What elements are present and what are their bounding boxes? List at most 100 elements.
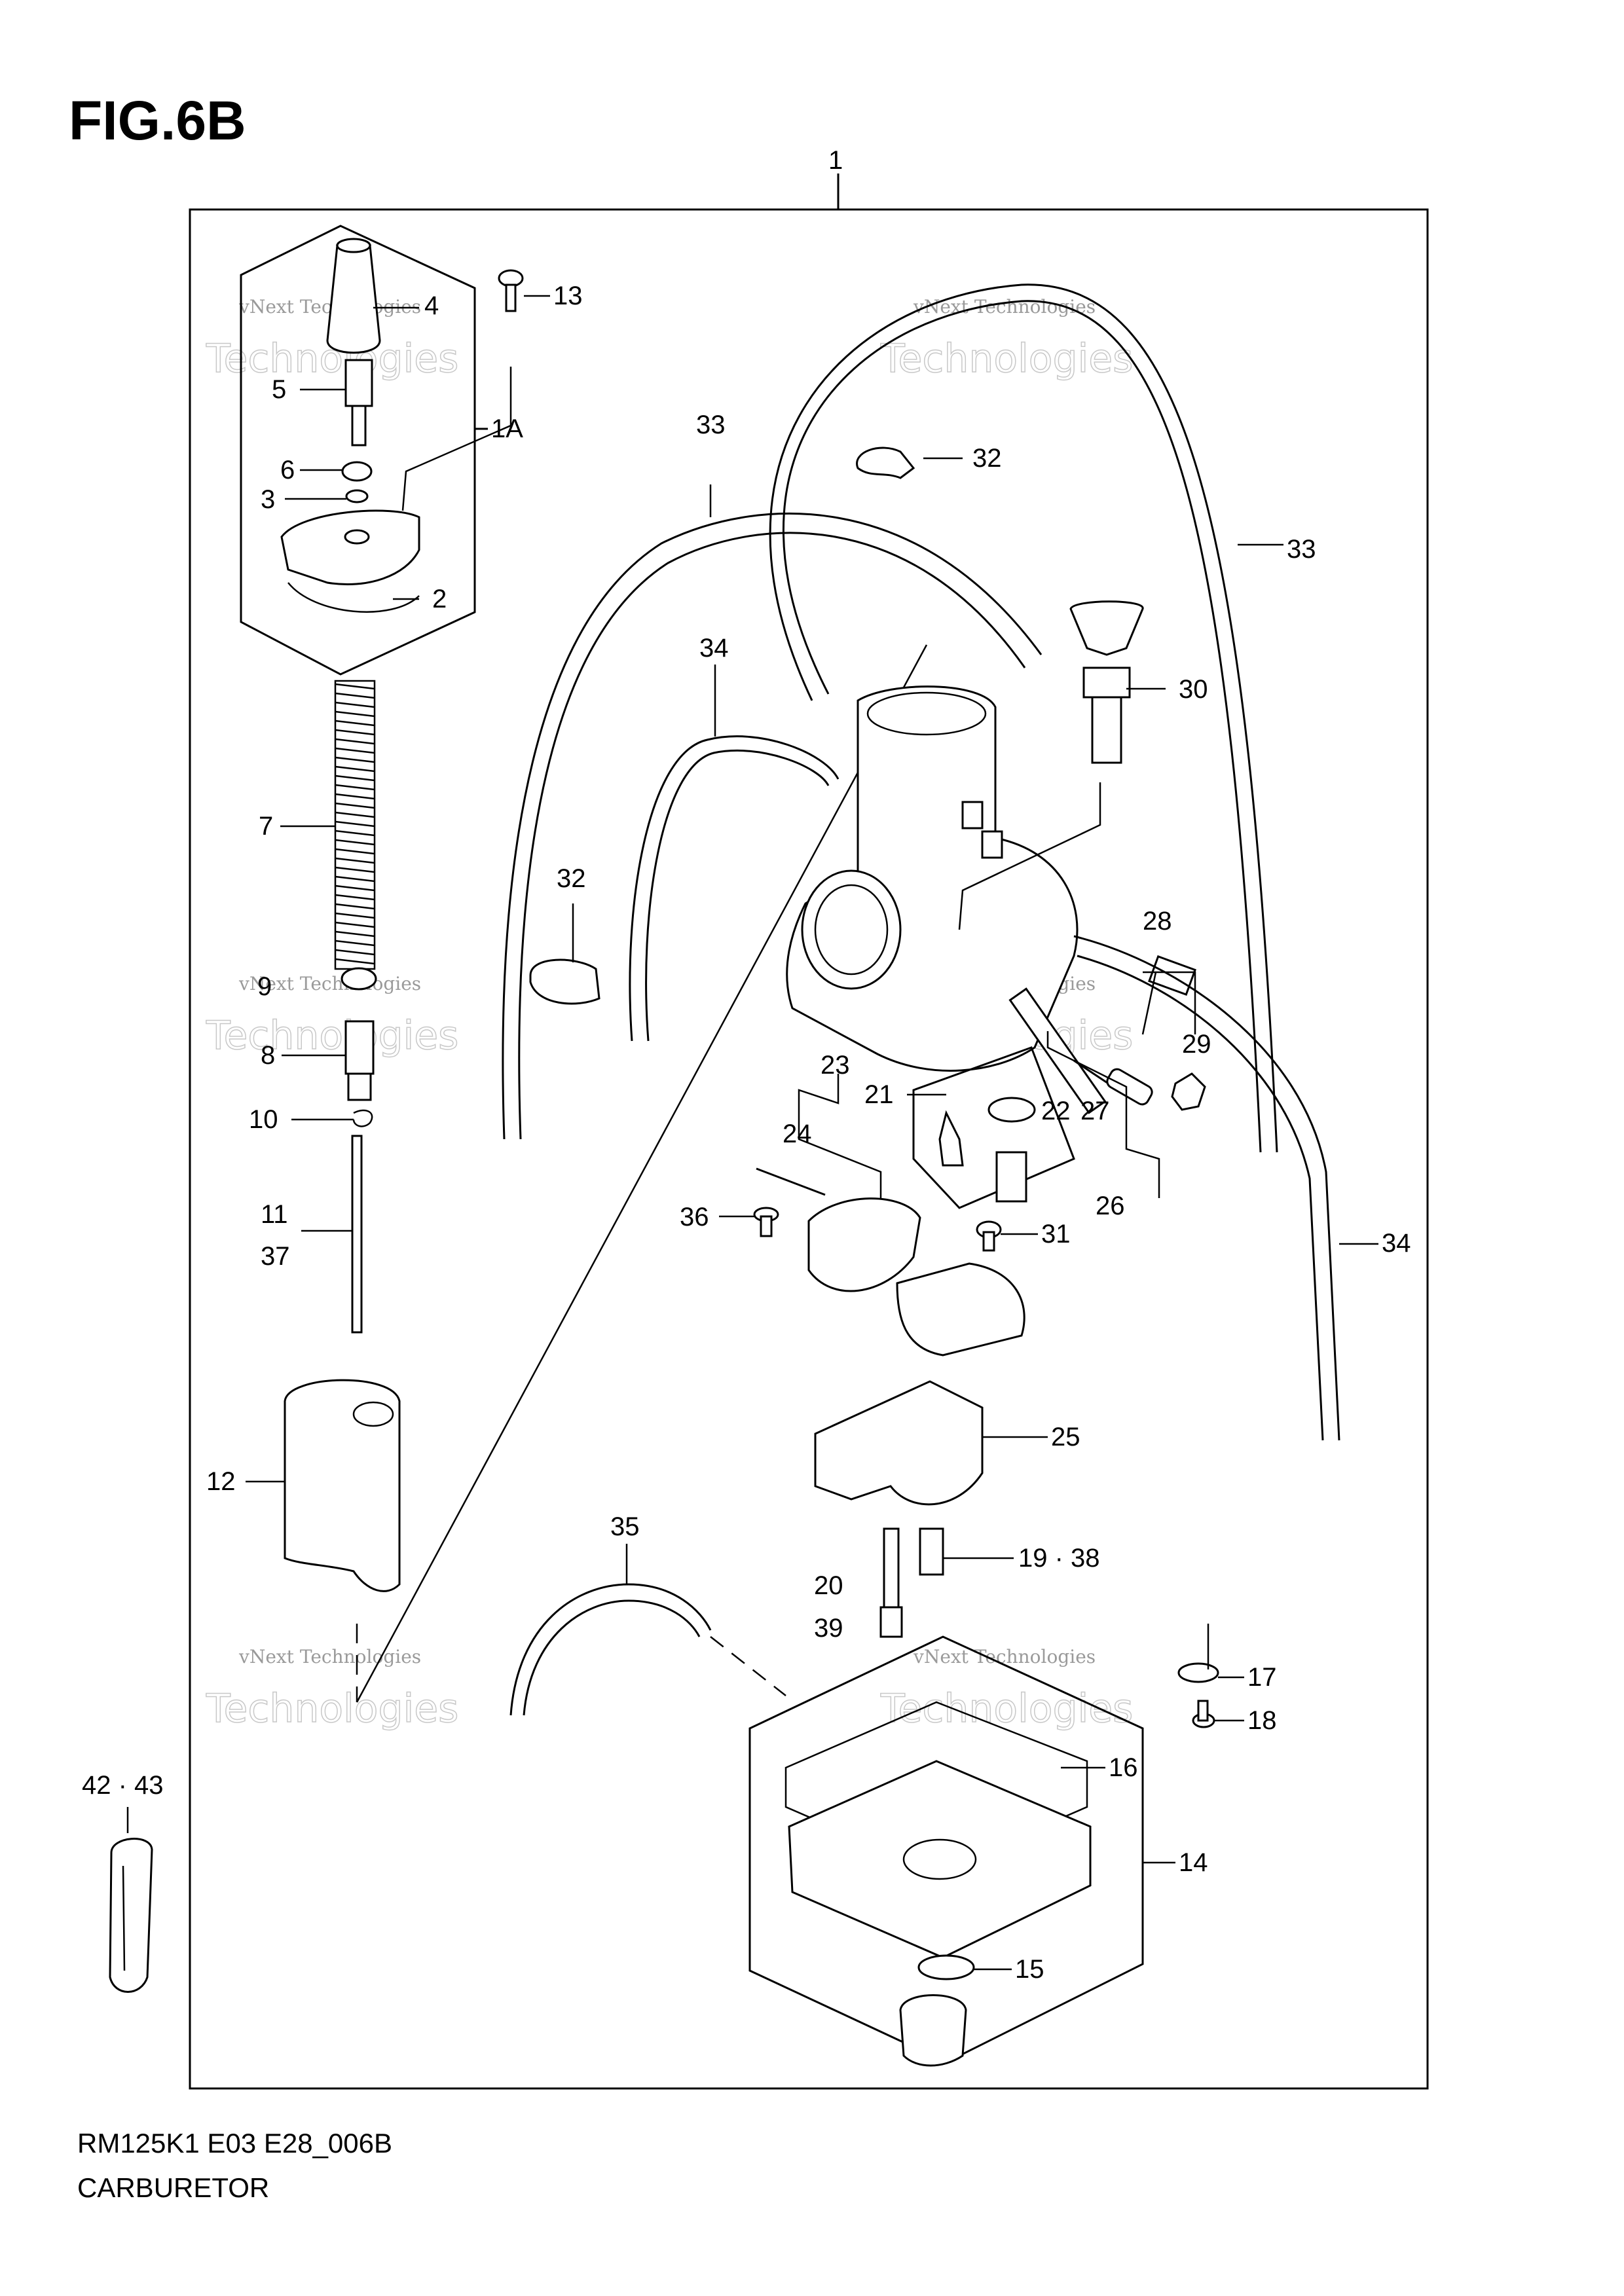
vent-hose-part xyxy=(769,283,1278,1153)
callout-10: 10 xyxy=(249,1105,278,1134)
callout-25: 25 xyxy=(1051,1423,1080,1451)
overflow-hose-part xyxy=(645,750,830,1042)
slide-base-part xyxy=(896,1262,1025,1357)
callout-20: 20 xyxy=(814,1571,843,1600)
gasket-part xyxy=(287,582,420,613)
adjuster-part xyxy=(344,359,373,407)
callout-26: 26 xyxy=(1096,1192,1125,1220)
chamber-opening xyxy=(902,1838,977,1880)
clip-part xyxy=(352,1109,373,1127)
leader-line xyxy=(798,1074,882,1218)
watermark-text: Technologies xyxy=(206,1686,458,1732)
screw-head xyxy=(498,269,524,287)
top-cap-group-outline xyxy=(240,225,476,676)
callout-34a: 34 xyxy=(699,634,729,663)
vent-hose-part xyxy=(782,300,1262,1153)
callout-9: 9 xyxy=(257,972,272,1001)
callout-35: 35 xyxy=(610,1512,640,1541)
callout-1a: 1A xyxy=(491,414,523,443)
screw-shank xyxy=(982,1231,995,1252)
float-chamber-group-outline xyxy=(748,1635,1144,2064)
gasket-part xyxy=(784,1701,1088,1874)
cap-hole xyxy=(344,529,370,545)
callout-24: 24 xyxy=(783,1120,812,1148)
bracket-part xyxy=(814,1380,984,1506)
drain-plug-part xyxy=(899,1994,967,2067)
callout-16: 16 xyxy=(1109,1753,1138,1782)
construction-line xyxy=(356,644,928,1703)
jet-needle-part xyxy=(351,1135,363,1334)
choke-nut-part xyxy=(995,1151,1027,1203)
plate-part xyxy=(341,967,377,991)
figure-title: FIG.6B xyxy=(69,90,246,151)
callout-27: 27 xyxy=(1080,1097,1110,1125)
callout-29: 29 xyxy=(1182,1030,1211,1059)
watermark-text: Technologies xyxy=(880,1686,1133,1732)
boot-top xyxy=(336,238,371,253)
callout-32a: 32 xyxy=(972,444,1002,473)
leader-line xyxy=(401,367,512,511)
callout-37: 37 xyxy=(261,1242,290,1271)
callout-31: 31 xyxy=(1041,1220,1071,1248)
screw-shank xyxy=(760,1215,773,1237)
oring-part xyxy=(345,489,369,503)
overflow-hose-part xyxy=(1077,955,1324,1441)
nut-part xyxy=(1171,1072,1206,1111)
callout-1: 1 xyxy=(828,146,843,175)
throttle-valve-part xyxy=(284,1379,401,1592)
overflow-hose-part xyxy=(1073,935,1340,1441)
leader-line xyxy=(958,782,1101,930)
top-cap-part xyxy=(280,509,420,586)
adjuster-thread xyxy=(351,405,367,446)
figure-name: CARBURETOR xyxy=(77,2172,270,2203)
callout-33b: 33 xyxy=(1287,535,1316,564)
callout-labels: 1 1A 4 5 6 3 2 13 7 9 8 10 11 37 12 33 3… xyxy=(82,146,1411,1984)
carburetor-body xyxy=(786,685,1079,1072)
callout-17: 17 xyxy=(1247,1663,1277,1692)
pilot-jet-part xyxy=(919,1527,944,1576)
air-screw-head xyxy=(1069,600,1144,656)
boot-part xyxy=(326,242,381,354)
callout-28: 28 xyxy=(1143,907,1172,936)
pin-part xyxy=(756,1167,826,1196)
choke-plunger-part xyxy=(938,1110,964,1167)
air-screw-shank xyxy=(1091,696,1122,764)
callout-12: 12 xyxy=(206,1467,236,1496)
clamp-part xyxy=(1177,1662,1219,1683)
screw-shank xyxy=(1197,1700,1209,1722)
callout-13: 13 xyxy=(553,282,583,310)
leader-line xyxy=(1046,1031,1160,1198)
stop-screw-part xyxy=(1008,987,1107,1114)
callout-18: 18 xyxy=(1247,1706,1277,1735)
callout-34b: 34 xyxy=(1382,1229,1411,1258)
callout-4: 4 xyxy=(424,291,439,320)
callout-32b: 32 xyxy=(557,864,586,893)
watermark-text: vNext Technologies xyxy=(238,1646,421,1667)
needle-holder-thread xyxy=(347,1072,372,1101)
centerline xyxy=(710,1636,786,1696)
overflow-hose-part xyxy=(629,735,840,1042)
callout-19-38: 19 · 38 xyxy=(1018,1544,1100,1573)
vent-hose-part xyxy=(502,513,1043,1140)
vent-hose-part xyxy=(518,532,1026,1140)
watermark-text: Technologies xyxy=(880,336,1133,382)
callout-6: 6 xyxy=(280,456,295,484)
figure-code: RM125K1 E03 E28_006B xyxy=(77,2128,393,2159)
callout-5: 5 xyxy=(272,375,286,404)
valve-hole xyxy=(352,1401,394,1427)
watermark-text: vNext Technologies xyxy=(238,973,421,994)
nut-part xyxy=(341,461,373,482)
callout-33a: 33 xyxy=(696,410,726,439)
callout-2: 2 xyxy=(432,585,447,613)
gasket-part xyxy=(987,1097,1036,1123)
callout-11: 11 xyxy=(261,1200,288,1229)
callout-21: 21 xyxy=(864,1080,894,1109)
callout-8: 8 xyxy=(261,1041,275,1070)
main-jet-part xyxy=(879,1606,903,1638)
callout-39: 39 xyxy=(814,1614,843,1643)
needle-jet-part xyxy=(883,1527,900,1609)
callout-15: 15 xyxy=(1015,1955,1044,1984)
needle-holder-part xyxy=(344,1020,375,1075)
callout-7: 7 xyxy=(259,812,273,841)
